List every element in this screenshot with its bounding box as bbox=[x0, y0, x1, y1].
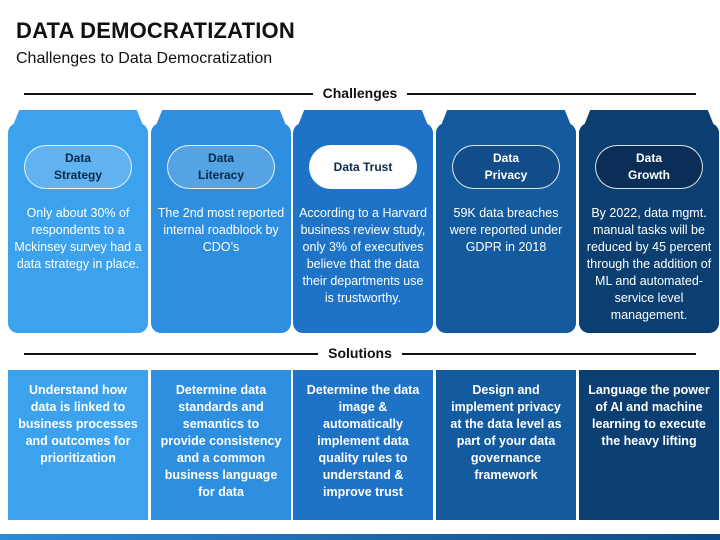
card-tab bbox=[293, 110, 433, 138]
challenge-text: By 2022, data mgmt. manual tasks will be… bbox=[586, 206, 712, 322]
solutions-heading: Solutions bbox=[318, 345, 402, 361]
solution-box-trust: Determine the data image & automatically… bbox=[293, 370, 433, 520]
bottom-accent-bar bbox=[0, 534, 720, 540]
challenges-heading: Challenges bbox=[312, 85, 408, 101]
solution-box-privacy: Design and implement privacy at the data… bbox=[436, 370, 576, 520]
solution-box-growth: Language the power of AI and machine lea… bbox=[579, 370, 719, 520]
challenge-text: 59K data breaches were reported under GD… bbox=[449, 206, 563, 254]
challenge-card-privacy: Data Privacy 59K data breaches were repo… bbox=[436, 110, 576, 333]
challenge-text: Only about 30% of respondents to a Mckin… bbox=[14, 206, 142, 271]
card-tab bbox=[151, 110, 291, 138]
challenges-divider: Challenges bbox=[0, 85, 720, 103]
challenge-title-pill: Data Trust bbox=[309, 145, 417, 189]
card-tab bbox=[8, 110, 148, 138]
challenge-card-growth: Data Growth By 2022, data mgmt. manual t… bbox=[579, 110, 719, 333]
challenge-title-pill: Data Privacy bbox=[452, 145, 560, 189]
solution-box-literacy: Determine data standards and semantics t… bbox=[151, 370, 291, 520]
challenge-text: The 2nd most reported internal roadblock… bbox=[157, 206, 285, 254]
page-title: DATA DEMOCRATIZATION bbox=[16, 18, 295, 43]
card-tab bbox=[579, 110, 719, 138]
challenge-text: According to a Harvard business review s… bbox=[299, 206, 427, 305]
solution-box-strategy: Understand how data is linked to busines… bbox=[8, 370, 148, 520]
challenge-title-pill: Data Strategy bbox=[24, 145, 132, 189]
page-subtitle: Challenges to Data Democratization bbox=[16, 50, 273, 67]
solutions-divider: Solutions bbox=[0, 345, 720, 363]
card-tab bbox=[436, 110, 576, 138]
challenge-card-trust: Data Trust According to a Harvard busine… bbox=[293, 110, 433, 333]
challenge-card-strategy: Data Strategy Only about 30% of responde… bbox=[8, 110, 148, 333]
challenge-card-literacy: Data Literacy The 2nd most reported inte… bbox=[151, 110, 291, 333]
challenge-title-pill: Data Growth bbox=[595, 145, 703, 189]
challenge-title-pill: Data Literacy bbox=[167, 145, 275, 189]
